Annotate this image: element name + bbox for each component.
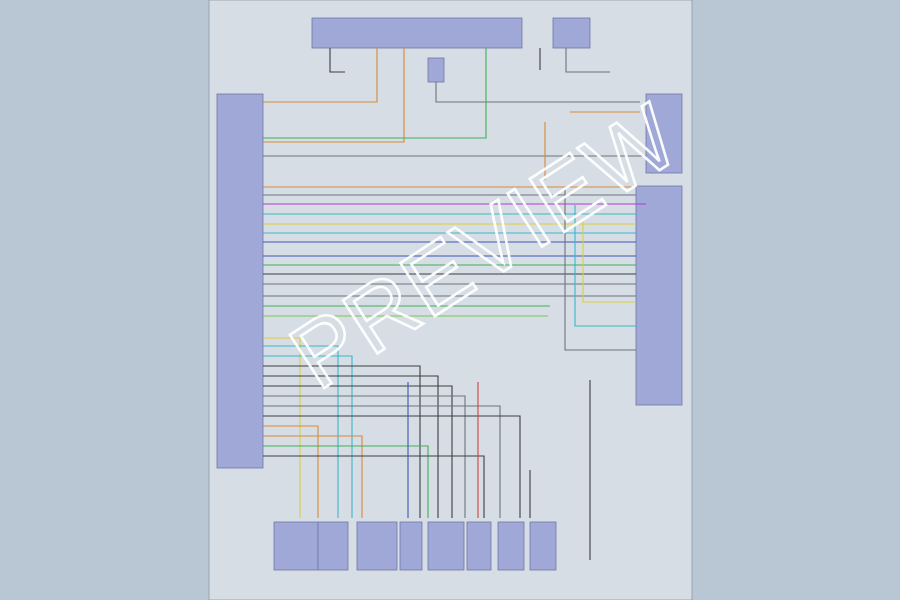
top-fuse-block-right [552,17,591,49]
wire-sensor-drop-1 [263,337,301,518]
wire-right-loop-1 [564,190,636,351]
right-switch-upper [645,93,683,174]
sensor-2-box [317,521,349,571]
wire-sensor-drop-10 [263,425,319,518]
sensor-8-box [529,521,557,571]
wire-top-5 [263,48,487,139]
wire-sensor-drop-11 [263,435,363,518]
wire-sensor-drop-2 [263,345,339,518]
wire-right-loop-3 [582,220,636,303]
wire-top-1 [329,48,345,73]
wire-top-4 [435,82,640,103]
sensor-4-box [399,521,423,571]
sensor-1-box [273,521,319,571]
wire-top-2 [263,48,378,103]
top-fuse-block-left [311,17,523,49]
right-switch-lower [635,185,683,406]
main-control-module [216,93,264,469]
wire-sensor-drop-6 [263,385,453,518]
wire-sensor-drop-9 [263,415,521,518]
wire-sensor-drop-7 [263,395,466,518]
wire-right-loop-2 [574,205,636,327]
wire-sensor-drop-3 [263,355,353,518]
sensor-6-box [466,521,492,571]
wire-group [263,48,646,560]
sensor-group [273,521,557,571]
wire-sensor-drop-12 [263,445,429,518]
sensor-7-box [497,521,525,571]
wire-sensor-drop-4 [263,365,421,518]
diagram-sheet [208,0,693,600]
wire-top-3 [263,48,405,143]
wire-sensor-drop-5 [263,375,439,518]
ground-distribution-block [427,57,445,83]
wire-top-6 [565,48,610,73]
wire-sensor-drop-13 [263,455,485,518]
wire-sensor-drop-8 [263,405,501,518]
sensor-5-box [427,521,465,571]
sensor-3-box [356,521,398,571]
